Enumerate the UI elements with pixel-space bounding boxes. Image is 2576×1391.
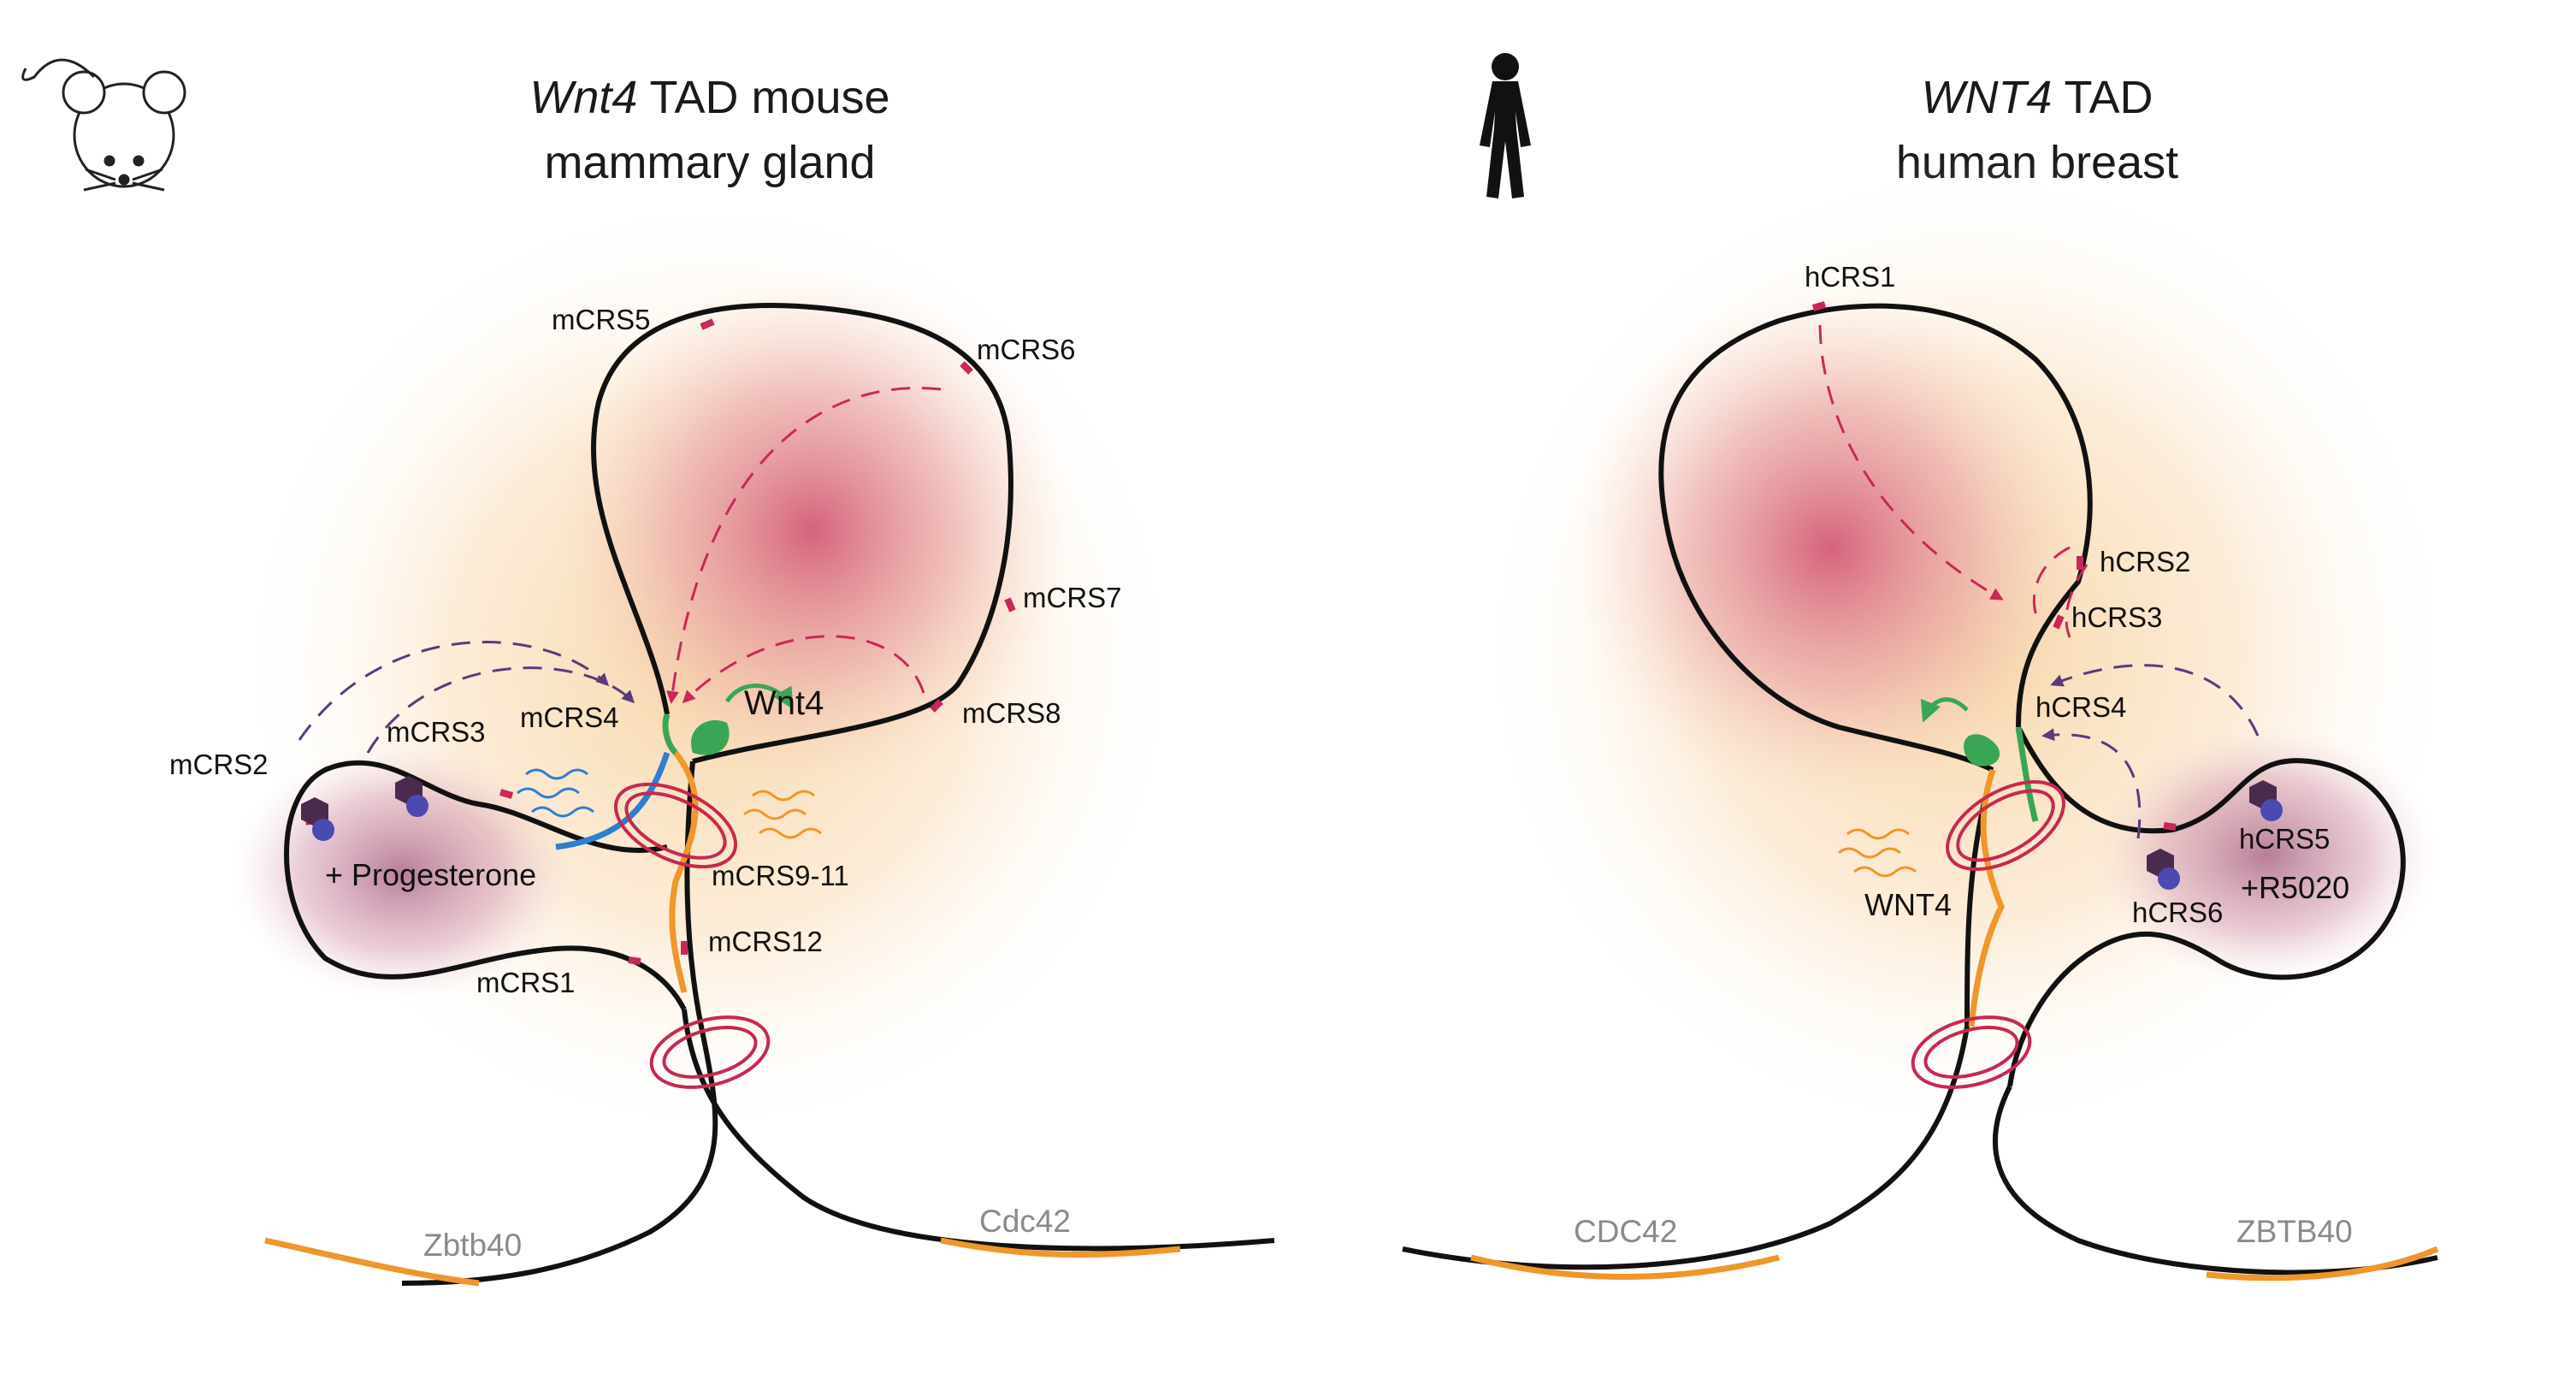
mouse-hormone-receptor-icon-1	[301, 797, 334, 841]
human-label-neighbor-right: ZBTB40	[2236, 1214, 2353, 1249]
human-hormone-receptor-icon-1	[2249, 780, 2283, 821]
human-rna-transcript-icon	[1838, 828, 1917, 878]
mouse-polymerase-icon	[691, 719, 730, 755]
mouse-promoter	[662, 713, 678, 755]
human-cohesin-ring-lower	[1911, 1015, 2032, 1089]
mouse-icon	[21, 58, 186, 192]
human-r5020-hub	[2095, 727, 2437, 984]
mouse-title-rest: TAD mouse	[637, 72, 889, 123]
mouse-label-mcrs3: mCRS3	[387, 716, 486, 748]
mouse-label-mcrs1: mCRS1	[476, 967, 576, 998]
human-upper-loop-hub	[1574, 291, 2087, 804]
human-title-gene: WNT4	[1921, 72, 2052, 123]
human-interaction-arrows	[1818, 324, 2260, 839]
mouse-label-mcrs2: mCRS2	[169, 749, 269, 780]
human-label-hcrs5: hCRS5	[2239, 823, 2330, 855]
human-cdc42-gene	[1470, 1254, 1780, 1280]
human-panel: hCRS1 hCRS2 hCRS3 hCRS4 hCRS5 hCRS6 WNT4…	[1402, 154, 2463, 1281]
human-label-hcrs6: hCRS6	[2132, 897, 2223, 928]
mouse-blue-segment	[555, 751, 671, 850]
mouse-hormone-receptor-icon-2	[395, 776, 428, 817]
mouse-wnt4-gene-body	[669, 750, 699, 993]
mouse-label-mcrs5: mCRS5	[552, 304, 651, 335]
human-promoter	[2015, 726, 2039, 822]
mouse-label-mcrs9-11: mCRS9-11	[712, 860, 849, 891]
human-chromatin-loop-large	[1658, 303, 2093, 772]
mouse-label-mcrs7: mCRS7	[1023, 582, 1122, 613]
mouse-chromatin-loop-large	[590, 303, 1013, 764]
mouse-label-gene: Wnt4	[744, 684, 824, 722]
mouse-label-mcrs8: mCRS8	[962, 697, 1061, 729]
mouse-label-mcrs12: mCRS12	[708, 926, 823, 957]
human-chromatin-stem-right	[1992, 1085, 2438, 1276]
human-zbtb40-gene	[2206, 1246, 2439, 1281]
mouse-label-neighbor-right: Cdc42	[979, 1204, 1071, 1239]
mouse-label-mcrs4: mCRS4	[520, 701, 619, 733]
mouse-cohesin-ring-upper	[613, 782, 738, 869]
mouse-chromatin-stem-right	[682, 1009, 1275, 1252]
mouse-blue-rna-icon	[517, 768, 594, 818]
mouse-zbtb40-gene	[264, 1237, 480, 1287]
human-hormone-receptor-icon-2	[2147, 849, 2180, 890]
mouse-rna-transcript-icon	[743, 790, 822, 839]
mouse-chromatin-loop-small	[284, 760, 687, 1011]
mouse-enhancer-marks	[304, 318, 1016, 965]
human-enhancer-marks	[1811, 301, 2177, 831]
human-cohesin-ring-upper	[1946, 779, 2065, 872]
mouse-cohesin-ring-lower	[649, 1015, 771, 1089]
mouse-panel: mCRS5 mCRS6 mCRS7 mCRS8 mCRS4 mCRS3 mCRS…	[169, 188, 1275, 1287]
mouse-upper-loop-hub	[556, 274, 1069, 787]
human-title-rest: TAD	[2052, 72, 2153, 123]
human-title-line1: WNT4 TAD	[1921, 72, 2153, 123]
human-label-hcrs1: hCRS1	[1805, 261, 1895, 293]
mouse-label-neighbor-left: Zbtb40	[423, 1228, 522, 1263]
human-wnt4-gene-body	[1968, 768, 2005, 1027]
human-polymerase-icon	[1964, 734, 2000, 767]
mouse-title-line1: Wnt4 TAD mouse	[529, 72, 889, 123]
woman-silhouette-icon	[1480, 53, 1531, 198]
human-label-hormone: +R5020	[2241, 870, 2349, 905]
mouse-label-mcrs6: mCRS6	[977, 334, 1076, 365]
mouse-label-hormone: + Progesterone	[325, 857, 536, 892]
human-label-hcrs2: hCRS2	[2100, 546, 2190, 577]
mouse-title-line2: mammary gland	[544, 137, 875, 188]
mouse-interaction-arrows	[298, 387, 942, 754]
human-chromatin-stem	[1402, 769, 1995, 1270]
human-label-hcrs4: hCRS4	[2035, 691, 2126, 723]
human-transcription-arrow	[1920, 697, 1969, 723]
mouse-chromatin-stem	[401, 761, 718, 1286]
human-label-neighbor-left: CDC42	[1574, 1214, 1677, 1249]
human-label-hcrs3: hCRS3	[2071, 601, 2162, 633]
mouse-transcription-arrow	[724, 684, 794, 710]
human-label-gene: WNT4	[1864, 887, 1952, 922]
mouse-cdc42-gene	[940, 1237, 1181, 1258]
mouse-title-gene: Wnt4	[529, 72, 637, 123]
